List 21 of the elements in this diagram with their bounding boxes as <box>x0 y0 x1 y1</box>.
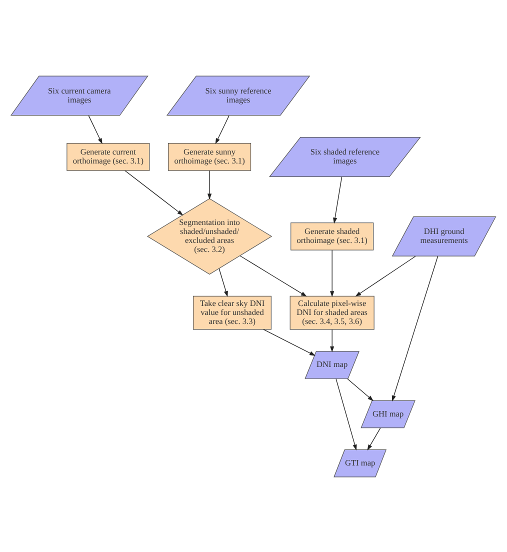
arrow <box>263 328 316 356</box>
arrow <box>88 114 102 144</box>
node-box: Calculate pixel-wise DNI for shaded areas (sec. 3.4, 3.5, 3.6) <box>290 295 374 330</box>
arrow <box>124 170 184 215</box>
arrow <box>333 176 342 224</box>
arrow <box>347 378 374 401</box>
node-box: Generate sunny orthoimage (sec. 3.1) <box>168 142 252 170</box>
arrow <box>367 427 381 450</box>
node-box: Take clear sky DNI value for unshaded area (sec. 3.3) <box>192 295 272 330</box>
arrow <box>355 255 416 296</box>
arrow <box>218 268 228 296</box>
node-box: Generate current orthoimage (sec. 3.1) <box>66 142 150 170</box>
arrow <box>240 255 307 296</box>
arrow <box>330 328 334 352</box>
arrow <box>336 378 357 450</box>
node-diamond: Segmentation into shaded/unshaded/ excluded areas (sec. 3.2) <box>146 198 272 274</box>
arrow <box>207 170 212 200</box>
arrow <box>215 114 230 144</box>
arrow <box>392 255 438 401</box>
arrow <box>330 249 334 297</box>
node-box: Generate shaded orthoimage (sec. 3.1) <box>290 222 374 250</box>
